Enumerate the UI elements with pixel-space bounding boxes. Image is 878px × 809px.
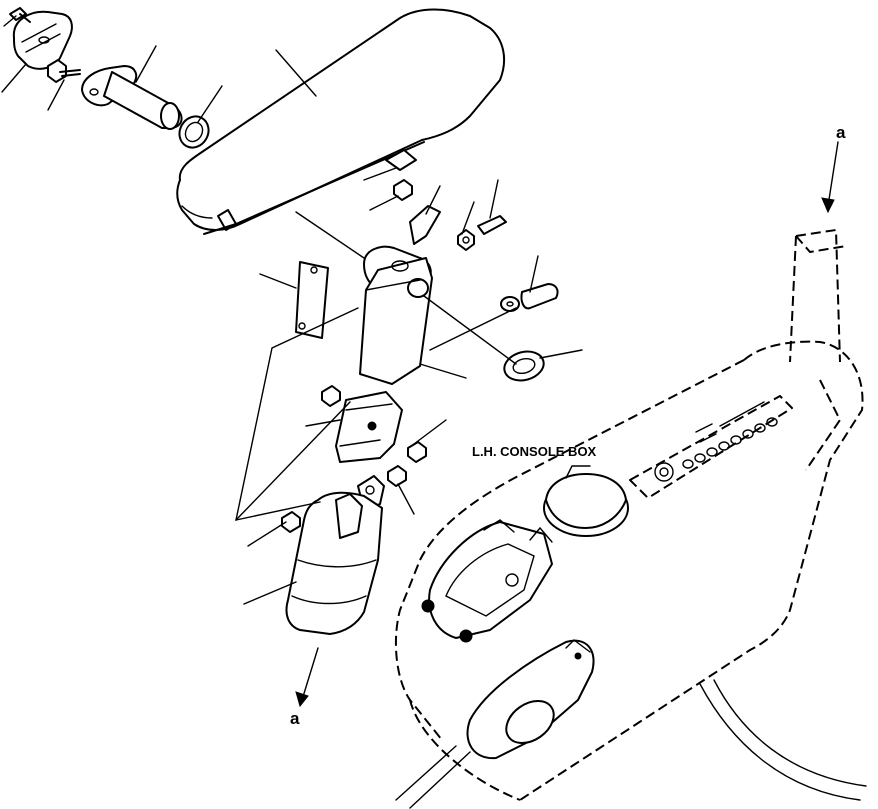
washer-1 [178,115,210,149]
washer-2 [500,296,520,312]
screw-lever-side [281,511,301,533]
long-bolt [477,215,507,235]
reference-arrow-top [821,141,839,214]
console-grip [466,639,595,760]
console-box-label: L.H. CONSOLE BOX [472,444,597,459]
screw-lower [387,465,407,487]
reference-label-bottom: a [290,709,300,728]
pivot-bracket [359,245,433,385]
pivot-pipe [81,65,183,130]
armrest [176,8,506,235]
cap-bolt [520,283,559,310]
clip-plate [385,149,417,171]
flange-bolt [47,59,81,83]
leader-lines [1,15,583,605]
hex-nut [457,229,475,251]
reference-arrow-bottom [295,647,319,708]
large-washer [503,350,545,382]
upper-lever-bracket [335,391,403,463]
control-lever [285,475,385,635]
screw-upper-bracket [321,385,341,407]
cover-plate [295,261,329,339]
reference-label-top: a [836,123,846,142]
bracket-plate [12,10,73,70]
screw-right [407,441,427,463]
console-knob [543,465,629,537]
console-mechanism [421,519,553,643]
console-box [394,229,867,809]
switch-panel [629,395,793,499]
bent-bracket [409,205,441,245]
armrest-screw [393,179,413,201]
